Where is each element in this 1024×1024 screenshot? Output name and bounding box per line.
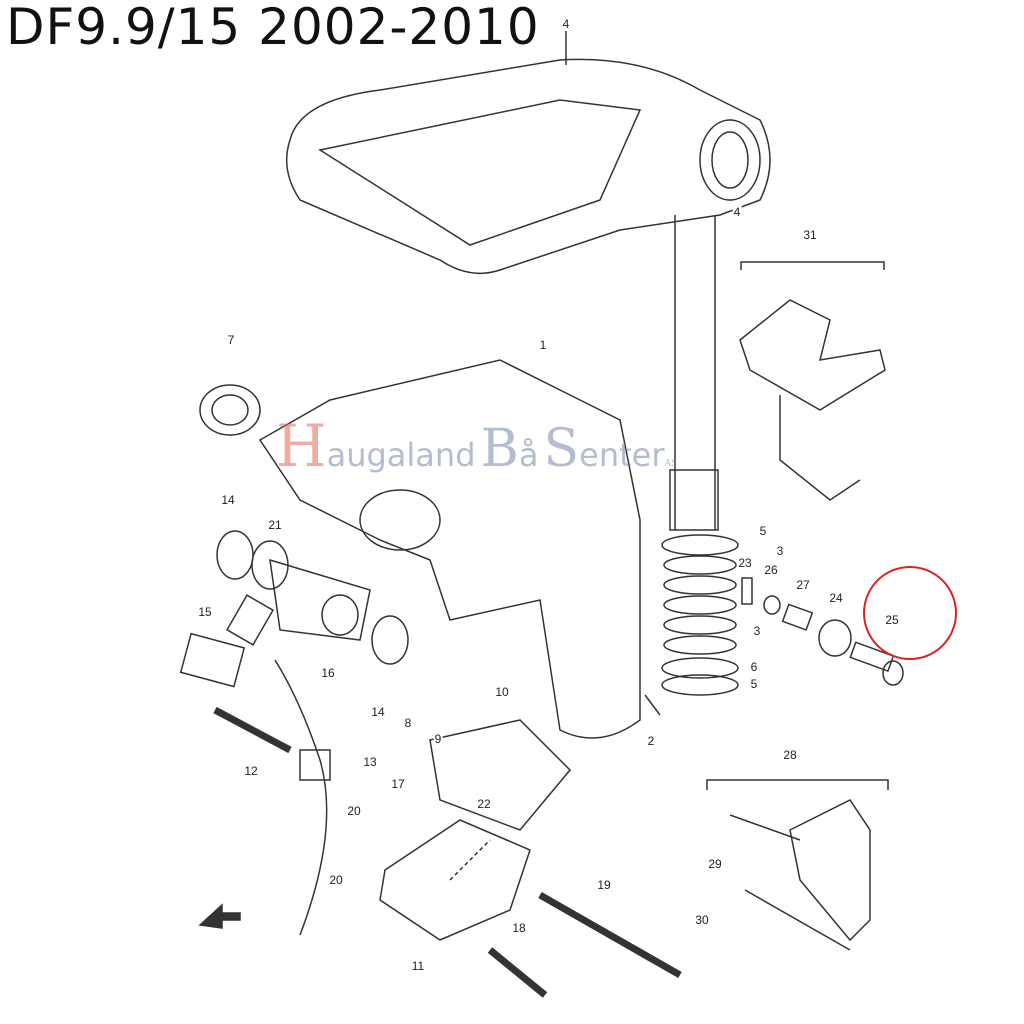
part-label: 19 [596,878,612,892]
swivel-bracket-top [285,30,771,275]
steering-shaft [669,215,719,531]
wm-b: B [480,419,519,479]
part-label: 7 [226,333,236,347]
part-label: 28 [782,748,798,762]
part-label: 21 [267,518,283,532]
part-label: 31 [802,228,818,242]
part-label: 9 [433,732,443,746]
part-label: 8 [403,716,413,730]
wm-s: S [543,419,580,479]
part-label: 23 [737,556,753,570]
part-label: 16 [320,666,336,680]
wm-suffix: AS [664,459,678,469]
part-label: 17 [390,777,406,791]
part-label: 29 [707,857,723,871]
wm-word1: augaland [326,436,476,474]
wm-word2: å [518,436,539,474]
part-label: 24 [828,591,844,605]
bolt-parts-right [644,577,904,716]
part-label: 20 [346,804,362,818]
part-label: 14 [370,705,386,719]
part-label: 15 [197,605,213,619]
part-label: 1 [538,338,548,352]
bushings-left [179,530,409,688]
part-label: 14 [220,493,236,507]
wm-word3: enter [579,436,665,474]
part-label: 6 [749,660,759,674]
part-label: 27 [795,578,811,592]
part-label: 4 [732,205,742,219]
part-label: 18 [511,921,527,935]
part-label: 13 [362,755,378,769]
direction-arrow-icon [198,903,241,929]
switch-assembly [739,261,886,501]
part-label: 26 [763,563,779,577]
diagram-title: DF9.9/15 2002-2010 [6,0,540,56]
part-label: 5 [749,677,759,691]
part-label: 30 [694,913,710,927]
watermark: Haugaland Bå SenterAS [276,412,677,480]
part-label: 2 [646,734,656,748]
part-label: 10 [494,685,510,699]
part-label: 4 [561,17,571,31]
part-label: 5 [758,524,768,538]
highlight-circle [863,566,957,660]
clamp-bracket-lower [213,659,682,998]
bracket-28 [706,779,889,951]
wm-h: H [276,412,327,480]
spring-stack [661,534,739,696]
part-label: 3 [775,544,785,558]
part-label: 3 [752,624,762,638]
part-label-highlighted: 25 [884,613,900,627]
swivel-case [199,359,641,739]
part-label: 20 [328,873,344,887]
part-label: 12 [243,764,259,778]
part-label: 11 [410,959,426,973]
part-label: 22 [476,797,492,811]
